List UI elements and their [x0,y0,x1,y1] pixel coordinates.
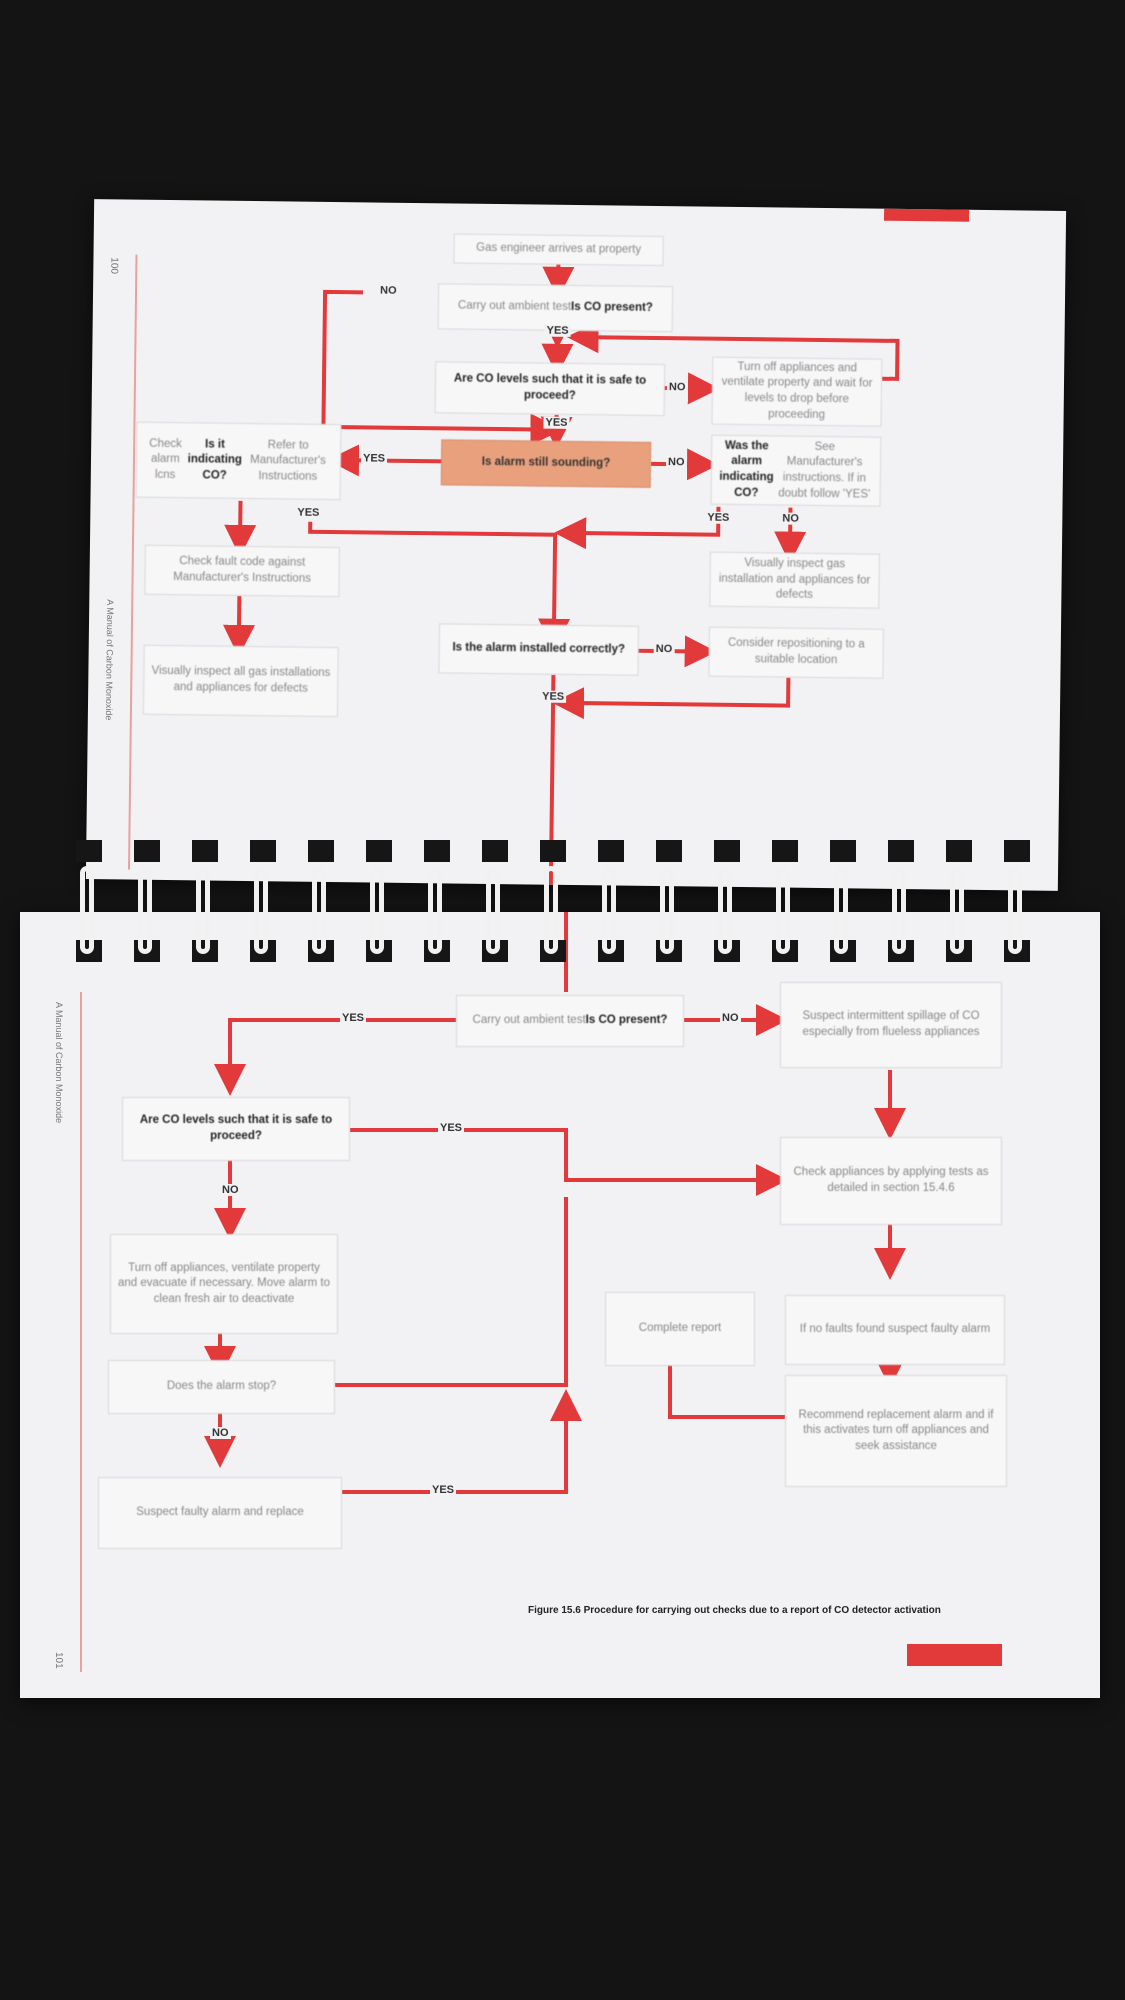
box-turn-off-wait: Turn off appliances and ventilate proper… [711,356,883,427]
binding-hole [888,840,914,862]
box-suspect-intermittent: Suspect intermittent spillage of CO espe… [780,982,1002,1068]
bottom-page: A Manual of Carbon Monoxide 101 Carry ou… [20,912,1100,1698]
box-turn-off-evacuate: Turn off appliances, ventilate property … [110,1234,338,1334]
binding-ring [660,866,674,954]
label-no-levels: NO [666,381,688,394]
box-visually-inspect-installation: Visually inspect gas installation and ap… [709,551,880,609]
label-no-ambient-2: NO [720,1012,741,1024]
label-yes-levels: YES [543,416,570,429]
box-complete-report: Complete report [605,1292,755,1366]
binding-hole [134,840,160,862]
label-yes-was-indicating: YES [705,511,732,524]
box-levels-safe-2: Are CO levels such that it is safe to pr… [122,1097,350,1161]
was-indicating-question: Was the alarm indicating CO? [719,439,774,499]
box-check-appliances: Check appliances by applying tests as de… [780,1137,1002,1225]
ambient-test-text-2: Carry out ambient test [472,1014,586,1027]
check-alarm-sub: Refer to Manufacturer's Instructions [250,438,326,483]
box-suspect-faulty-alarm: Suspect faulty alarm and replace [98,1477,342,1549]
binding-ring [834,866,848,954]
binding-hole [656,840,682,862]
binding-hole [366,840,392,862]
binding-hole [830,840,856,862]
check-alarm-text: Check alarm lcns [149,437,182,481]
binding-ring [950,866,964,954]
box-visually-inspect-all: Visually inspect all gas installations a… [142,644,339,718]
spiral-binding [60,830,1090,980]
binding-ring [80,866,94,954]
binding-hole [308,840,334,862]
label-yes-levels-2: YES [438,1122,465,1134]
binding-ring [312,866,326,954]
box-installed-correctly: Is the alarm installed correctly? [438,623,640,676]
binding-hole [946,840,972,862]
binding-hole [540,840,566,862]
label-no-alarm-stop: NO [210,1427,231,1439]
ambient-test-question: Is CO present? [570,301,653,315]
label-yes-ambient-2: YES [340,1012,367,1024]
label-no-sounding: NO [665,456,687,469]
box-alarm-stop: Does the alarm stop? [108,1360,335,1414]
binding-ring [1008,866,1022,954]
binding-ring [776,866,790,954]
was-indicating-sub: See Manufacturer's instructions. If in d… [778,440,871,501]
binding-ring [718,866,732,954]
label-no-levels-2: NO [220,1184,241,1196]
binding-ring [544,866,558,954]
binding-hole [424,840,450,862]
binding-ring [370,866,384,954]
label-yes-ambient: YES [544,324,571,337]
box-was-indicating: Was the alarm indicating CO? See Manufac… [710,434,882,507]
binding-ring [196,866,210,954]
binding-ring [254,866,268,954]
box-arrive: Gas engineer arrives at property [453,233,664,267]
binding-hole [192,840,218,862]
box-check-fault-code: Check fault code against Manufacturer's … [144,544,340,598]
box-alarm-still-sounding: Is alarm still sounding? [440,439,652,488]
binding-ring [486,866,500,954]
label-no-was-indicating: NO [780,512,801,525]
check-alarm-question: Is it indicating CO? [187,438,243,482]
margin-rule [80,992,82,1672]
binding-ring [602,866,616,954]
binding-hole [714,840,740,862]
binding-hole [772,840,798,862]
box-no-faults: If no faults found suspect faulty alarm [785,1295,1005,1365]
figure-caption: Figure 15.6 Procedure for carrying out c… [528,1605,941,1616]
binding-ring [428,866,442,954]
label-yes-indicating: YES [295,506,322,519]
box-ambient-test-2: Carry out ambient test Is CO present? [456,995,684,1047]
page-tab-marker [907,1644,1002,1666]
label-no-installed: NO [653,642,675,656]
label-yes-sounding: YES [360,452,388,465]
binding-hole [76,840,102,862]
binding-ring [892,866,906,954]
ambient-test-text: Carry out ambient test [457,299,572,314]
box-recommend-replacement: Recommend replacement alarm and if this … [785,1375,1007,1487]
box-levels-safe: Are CO levels such that it is safe to pr… [434,361,666,417]
box-consider-repositioning: Consider repositioning to a suitable loc… [708,626,884,679]
binding-hole [598,840,624,862]
label-yes-installed: YES [540,690,567,703]
binding-hole [250,840,276,862]
ambient-test-question-2: Is CO present? [585,1014,668,1027]
box-check-alarm: Check alarm lcns Is it indicating CO? Re… [135,421,342,501]
binding-hole [482,840,508,862]
label-no-ambient: NO [378,284,399,297]
binding-hole [1004,840,1030,862]
binding-ring [138,866,152,954]
label-yes-alarm-stop: YES [430,1484,457,1496]
top-page: 100 A Manual of Carbon Monoxide [85,199,1067,891]
